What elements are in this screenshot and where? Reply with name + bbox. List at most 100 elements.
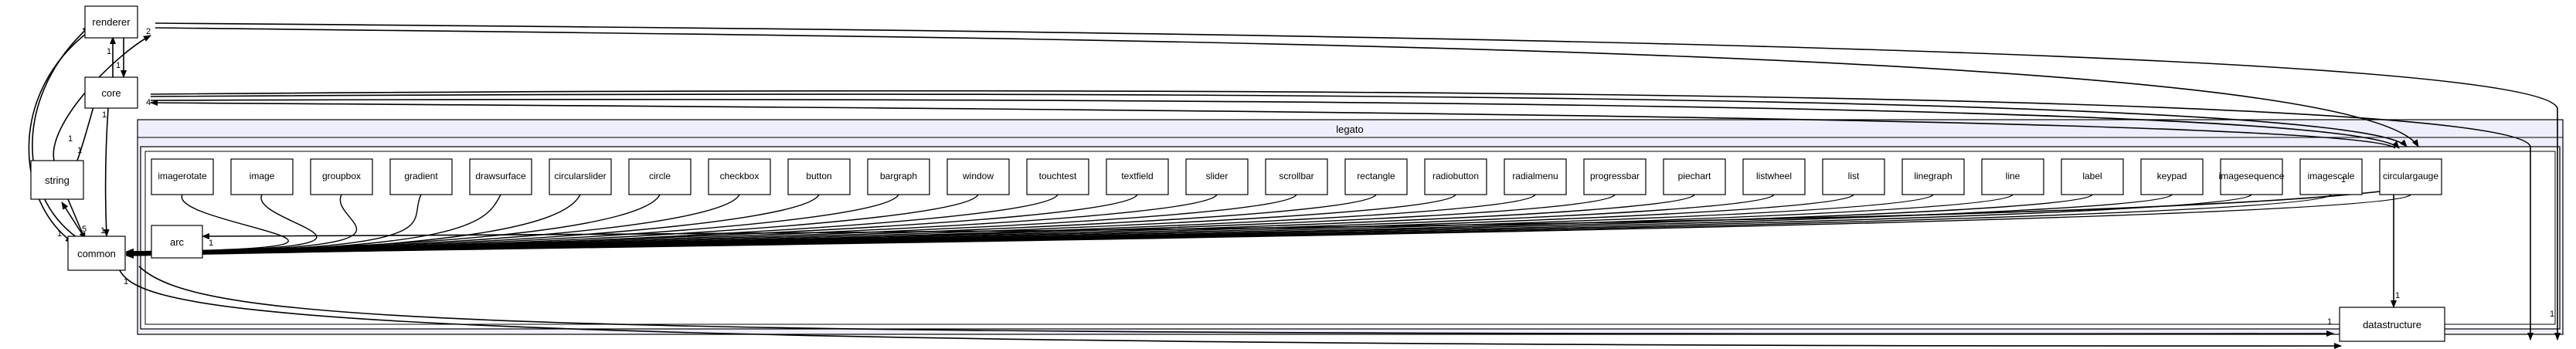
edge-label: 4 [146,98,151,107]
node-box [2220,158,2283,195]
node-box [310,158,373,195]
node-slider[interactable]: slider [1185,158,1249,195]
node-listwheel[interactable]: listwheel [1742,158,1806,195]
edge-renderer-datastructure [155,22,2561,341]
node-scrollbar[interactable]: scrollbar [1265,158,1328,195]
node-string-label: string [45,174,70,186]
edge-renderer-common [28,30,90,243]
node-label: window [962,171,994,181]
node-box [1822,158,1885,195]
node-box [1742,158,1806,195]
node-label: radiobutton [1432,171,1479,181]
edge-string-common [67,198,86,240]
node-box [1106,158,1169,195]
node-datastructure[interactable]: datastructure [2339,307,2445,342]
node-label: piechart [1678,171,1711,181]
node-box [549,158,612,195]
node-circularslider[interactable]: circularslider [549,158,612,195]
node-renderer-label: renderer [92,16,131,28]
node-box [1424,158,1487,195]
edge-core-datastructure [150,90,2534,341]
node-box [1344,158,1408,195]
node-box [2140,158,2204,195]
node-box [2299,158,2363,195]
node-label: gradient [404,171,438,181]
edge-renderer-widget [155,27,2419,147]
node-box [1981,158,2044,195]
node-list[interactable]: list [1822,158,1885,195]
node-box [2379,158,2442,195]
node-label: groupbox [322,171,361,181]
node-label: radialmenu [1512,171,1558,181]
node-groupbox[interactable]: groupbox [310,158,373,195]
node-rectangle[interactable]: rectangle [1344,158,1408,195]
node-bargraph[interactable]: bargraph [867,158,930,195]
edge-common-string [61,202,87,242]
edge-label: 1 [100,226,105,235]
node-common[interactable]: common [67,235,126,271]
node-box [1265,158,1328,195]
node-keypad[interactable]: keypad [2140,158,2204,195]
node-label: rectangle [1357,171,1395,181]
node-label: label [2082,171,2102,181]
node-box [628,158,692,195]
node-box [1185,158,1249,195]
node-label: line [2006,171,2020,181]
node-core-label: core [101,87,121,99]
edge-core-common [103,107,110,237]
cluster-label: legato [1336,124,1363,135]
node-box [1026,158,1089,195]
edge-core-widget-a [150,93,2408,147]
node-drawsurface[interactable]: drawsurface [469,158,532,195]
node-window[interactable]: window [946,158,1010,195]
node-label: circularslider [554,171,606,181]
node-string[interactable]: string [30,160,84,200]
node-circle[interactable]: circle [628,158,692,195]
edge-label: 1 [68,134,73,144]
node-label: textfield [1121,171,1153,181]
node-renderer[interactable]: renderer [84,5,138,39]
edge-common-bottom-right [138,266,2334,337]
node-radialmenu[interactable]: radialmenu [1504,158,1567,195]
node-box [1583,158,1647,195]
node-radiobutton[interactable]: radiobutton [1424,158,1487,195]
node-imagescale[interactable]: imagescale [2299,158,2363,195]
node-imagerotate[interactable]: imagerotate [151,158,214,195]
node-box [1504,158,1567,195]
node-checkbox[interactable]: checkbox [708,158,771,195]
edge-label: 1 [107,47,111,56]
node-line[interactable]: line [1981,158,2044,195]
node-arc-label: arc [170,236,185,248]
node-piechart[interactable]: piechart [1663,158,1726,195]
node-arc[interactable]: arc [151,225,203,259]
node-circulargauge[interactable]: circulargauge [2379,158,2442,195]
edge-label: 1 [2327,317,2332,327]
edge-circle-common [126,194,661,255]
node-box [1663,158,1726,195]
node-label: circulargauge [2383,171,2438,181]
node-label[interactable]: label [2061,158,2124,195]
node-core[interactable]: core [84,76,138,109]
node-label: button [806,171,831,181]
node-button[interactable]: button [787,158,851,195]
edge-label: 1 [124,277,128,286]
node-label: progressbar [1590,171,1640,181]
edge-label: 1 [102,110,107,120]
node-progressbar[interactable]: progressbar [1583,158,1647,195]
node-image[interactable]: image [230,158,294,195]
node-textfield[interactable]: textfield [1106,158,1169,195]
edge-widget-core [150,100,2396,149]
node-gradient[interactable]: gradient [389,158,453,195]
node-box [1901,158,1965,195]
node-label: list [1848,171,1860,181]
node-label: listwheel [1756,171,1792,181]
edge-imagescale-common [126,194,2332,257]
node-touchtest[interactable]: touchtest [1026,158,1089,195]
edge-label: 1 [2395,291,2400,300]
node-linegraph[interactable]: linegraph [1901,158,1965,195]
node-box [469,158,532,195]
node-label: imagesequence [2219,171,2285,181]
node-box [946,158,1010,195]
node-imagesequence[interactable]: imagesequence [2219,158,2285,195]
